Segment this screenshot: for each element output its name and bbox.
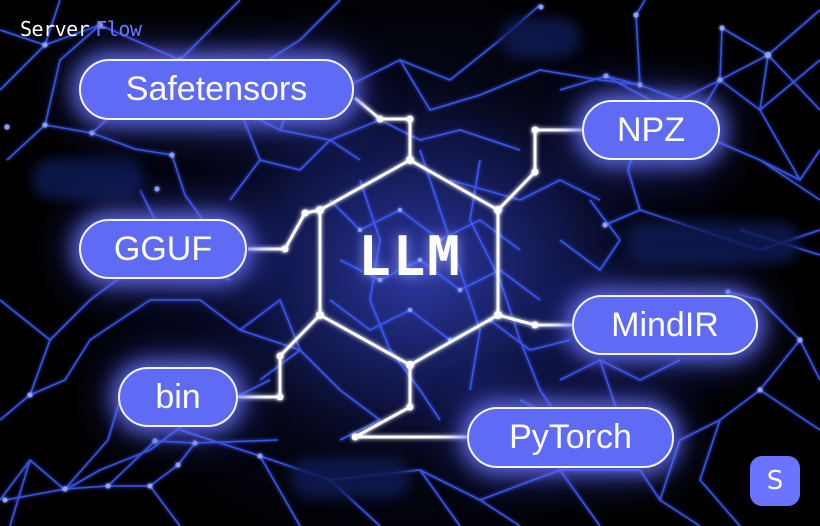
decorative-ghost-pill	[500, 18, 580, 58]
serverflow-s-badge[interactable]: S	[750, 456, 800, 506]
decorative-ghost-pill	[626, 222, 800, 264]
format-pill-gguf[interactable]: GGUF	[79, 219, 247, 279]
format-pill-safetensors[interactable]: Safetensors	[79, 59, 354, 120]
decorative-ghost-pill	[290, 458, 410, 498]
decorative-ghost-pill	[32, 158, 144, 200]
format-pill-bin[interactable]: bin	[118, 367, 238, 427]
llm-center-label: LLM	[358, 225, 462, 288]
format-pill-mindir[interactable]: MindIR	[572, 295, 758, 355]
logo-part-flow: Flow	[95, 17, 142, 41]
logo-part-server: Server	[20, 17, 90, 41]
format-pill-npz[interactable]: NPZ	[582, 100, 720, 160]
format-pill-pytorch[interactable]: PyTorch	[467, 407, 674, 468]
